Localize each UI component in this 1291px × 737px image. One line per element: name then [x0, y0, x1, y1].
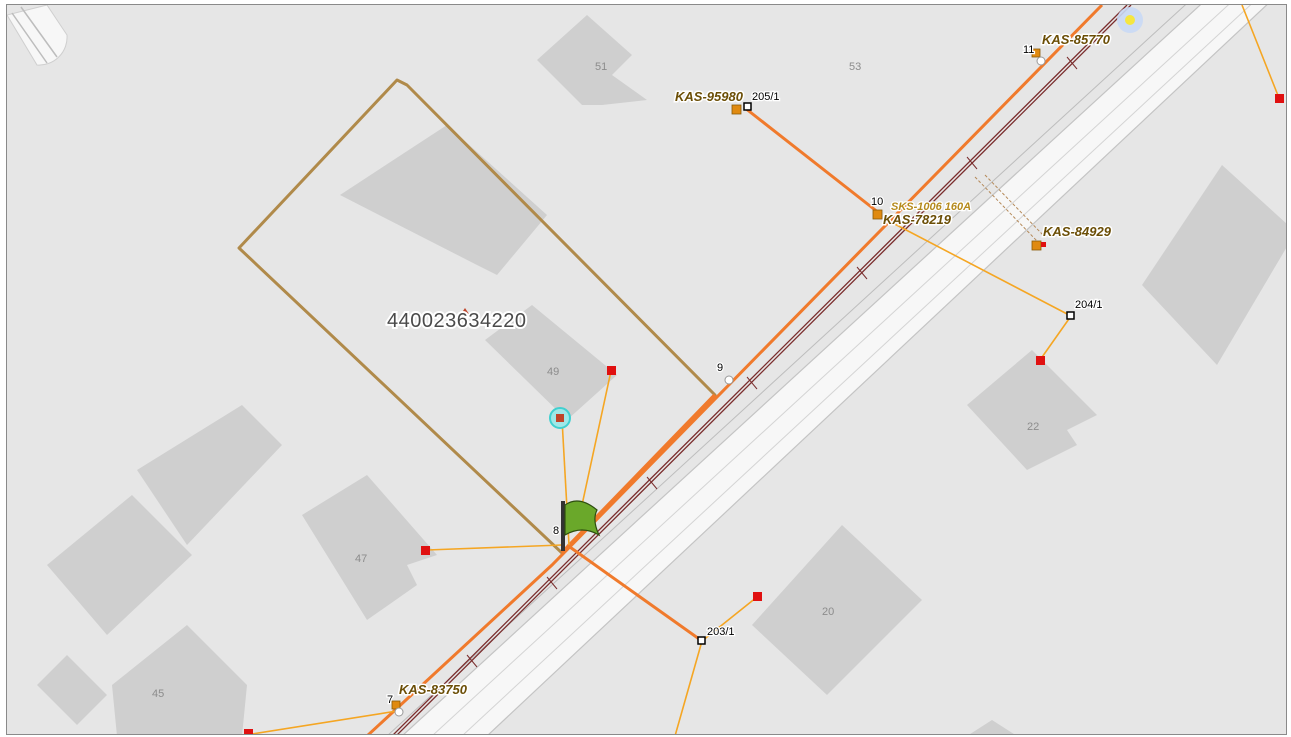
buildings: [37, 15, 1287, 735]
house-number-53: 53: [849, 61, 861, 73]
cabinet-kas-78219[interactable]: [872, 209, 883, 220]
cabinet-kas-85770[interactable]: [1031, 48, 1041, 58]
road: [388, 5, 1268, 734]
building-bottom-right[interactable]: [967, 720, 1017, 735]
building-20[interactable]: [752, 525, 922, 695]
pole-number-8: 8: [553, 525, 559, 537]
building-51[interactable]: [537, 15, 647, 105]
building-47[interactable]: [302, 475, 437, 620]
house-number-49: 49: [547, 366, 559, 378]
building-right-1[interactable]: [1142, 165, 1287, 365]
junction-label-204-1: 204/1: [1075, 299, 1103, 311]
map-canvas[interactable]: 440023634220 51 53 49 47 45 22 20 11 10 …: [7, 5, 1287, 735]
building-left-2[interactable]: [47, 495, 192, 635]
selection-circle-icon[interactable]: [549, 407, 571, 429]
pole-number-7: 7: [387, 694, 393, 706]
building-49[interactable]: [485, 305, 617, 420]
label-kas-84929[interactable]: KAS-84929: [1042, 223, 1114, 241]
cabinet-kas-84929[interactable]: [1031, 240, 1042, 251]
junction-label-203-1: 203/1: [707, 626, 735, 638]
pole-number-11: 11: [1023, 44, 1034, 56]
building-22[interactable]: [967, 350, 1097, 470]
dashed-connection[interactable]: [974, 174, 1044, 242]
parcel-boundary[interactable]: [237, 78, 717, 555]
sun-marker-icon[interactable]: [1117, 7, 1143, 33]
service-lines-main[interactable]: [566, 106, 880, 643]
cable-ticks: [466, 56, 1078, 668]
house-number-47: 47: [355, 553, 367, 565]
map-frame[interactable]: 440023634220 51 53 49 47 45 22 20 11 10 …: [6, 4, 1287, 735]
pole-number-10: 10: [871, 196, 883, 208]
building-49-main[interactable]: [340, 125, 547, 275]
meter-small[interactable]: [1041, 242, 1046, 247]
building-left-1[interactable]: [137, 405, 282, 545]
poles[interactable]: [394, 56, 1046, 717]
house-number-51: 51: [595, 61, 607, 73]
label-kas-83750[interactable]: KAS-83750: [398, 681, 470, 699]
triangle-marker-icon: [459, 308, 471, 317]
label-sks-1006[interactable]: SKS-1006 160A: [890, 200, 973, 215]
label-kas-85770[interactable]: KAS-85770: [1041, 31, 1113, 49]
main-power-line[interactable]: [366, 5, 1104, 735]
junction-boxes[interactable]: [697, 102, 1075, 645]
underground-cable[interactable]: [392, 5, 1132, 735]
label-kas-78219[interactable]: KAS-78219: [882, 211, 954, 229]
label-kas-95980[interactable]: KAS-95980: [674, 88, 746, 106]
junction-label-205-1: 205/1: [752, 91, 780, 103]
parcel-id-label: 440023634220: [387, 310, 526, 332]
building-45[interactable]: [112, 625, 247, 735]
road-curve-top-left: [7, 5, 68, 66]
pole-number-9: 9: [717, 362, 723, 374]
green-flag-icon[interactable]: [561, 500, 601, 551]
cabinet-kas-95980[interactable]: [731, 104, 742, 115]
house-number-22: 22: [1027, 421, 1039, 433]
house-number-20: 20: [822, 606, 834, 618]
building-small-45[interactable]: [37, 655, 107, 725]
house-number-45: 45: [152, 688, 164, 700]
meters[interactable]: [244, 94, 1284, 735]
